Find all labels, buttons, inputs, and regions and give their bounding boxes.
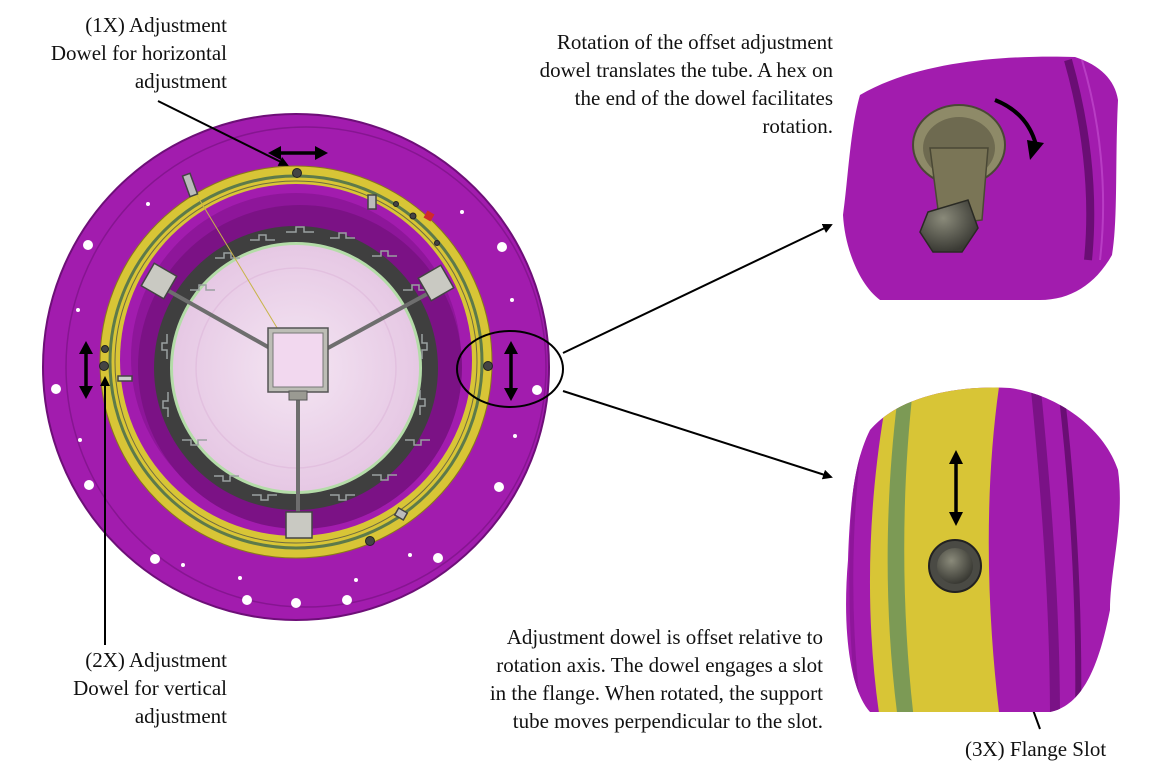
rotation-note-line-3: the end of the dowel facilitates [574,86,833,110]
spider-struts [158,284,440,517]
detail-callout-ellipse [456,330,564,408]
horizontal-dowel-label-line-2: Dowel for horizontal [50,41,227,65]
offset-note-line-1: Adjustment dowel is offset relative to [506,625,823,649]
detail-flange-slot [846,387,1120,712]
wire [189,183,283,337]
vertical-dowel-label-line-2: Dowel for vertical [73,676,227,700]
bolt-holes [51,202,542,608]
rotation-arrow-icon [1027,140,1044,160]
flange-slot-label: (3X) Flange Slot [965,737,1107,761]
left-dowel [99,361,109,371]
double-arrow-vertical-icon [79,341,93,399]
center-mount [267,327,329,401]
horizontal-dowel-label-line-3: adjustment [134,69,227,93]
bottom-dowel [365,536,375,546]
offset-note-line-2: rotation axis. The dowel engages a slot [496,653,823,677]
detail-hex-dowel [843,56,1118,301]
rotation-note-line-2: dowel translates the tube. A hex on [539,58,833,82]
offset-note-line-3: in the flange. When rotated, the support [489,681,823,705]
offset-note-line-4: tube moves perpendicular to the slot. [512,709,823,733]
strut-brackets [117,172,455,539]
horizontal-dowel-label: (1X) Adjustment Dowel for horizontal adj… [51,11,227,95]
rotation-note-line-4: rotation. [762,114,833,138]
double-arrow-horizontal-icon [268,146,328,160]
rotation-note: Rotation of the offset adjustment dowel … [540,28,833,140]
vertical-dowel-label-line-1: (2X) Adjustment [85,648,227,672]
horizontal-dowel-label-line-1: (1X) Adjustment [85,13,227,37]
double-arrow-vertical-icon [949,450,963,526]
offset-note: Adjustment dowel is offset relative to r… [490,623,823,735]
red-fitting [423,210,435,222]
right-dowel [483,361,493,371]
vertical-dowel-label-line-3: adjustment [134,704,227,728]
vertical-dowel-label: (2X) Adjustment Dowel for vertical adjus… [73,646,227,730]
ring-dowels [99,168,493,546]
double-arrow-vertical-icon [504,341,518,401]
clamp-tabs [161,226,430,501]
rotation-note-line-1: Rotation of the offset adjustment [556,30,833,54]
top-dowel [292,168,302,178]
